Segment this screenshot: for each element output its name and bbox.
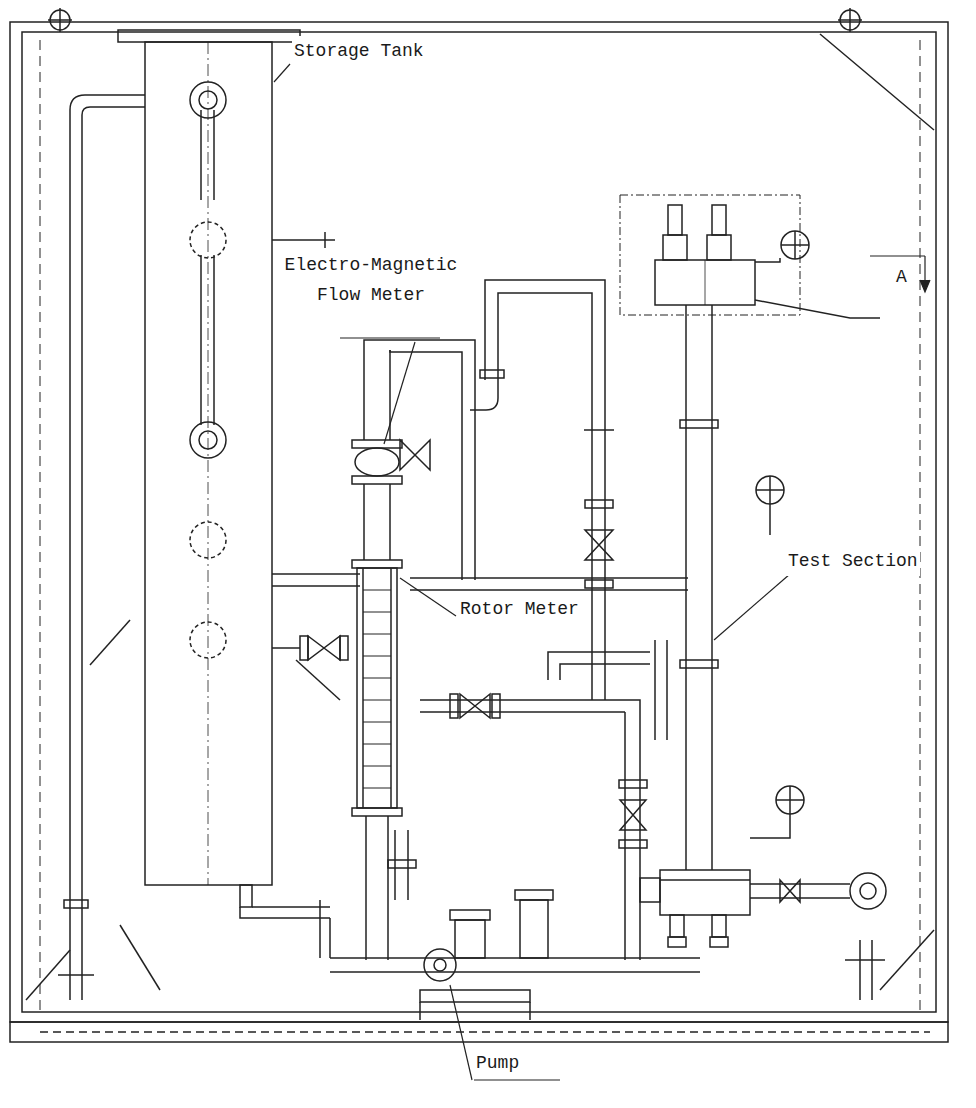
label-holder: Rotor Meter	[458, 594, 581, 624]
support-frame	[10, 8, 948, 1042]
part-label: Test Section	[786, 546, 920, 576]
part-label: Pump	[474, 1048, 521, 1078]
test-section	[620, 195, 886, 1000]
storage-tank	[118, 30, 360, 918]
pump-symbol	[320, 890, 700, 1020]
part-label: Storage Tank	[292, 36, 426, 66]
part-label: Electro-Magnetic Flow Meter	[276, 250, 466, 310]
piping	[388, 280, 688, 960]
label-holder: Test Section	[786, 546, 920, 576]
label-holder: A	[894, 262, 909, 292]
leader-lines	[274, 64, 930, 1080]
label-holder: Electro-Magnetic Flow Meter	[276, 250, 466, 310]
label-holder: Pump	[474, 1048, 521, 1078]
return-pipe	[58, 95, 145, 1000]
part-label: Rotor Meter	[458, 594, 581, 624]
view-marker: A	[894, 262, 909, 292]
meter-riser	[352, 340, 475, 960]
label-holder: Storage Tank	[292, 36, 426, 66]
